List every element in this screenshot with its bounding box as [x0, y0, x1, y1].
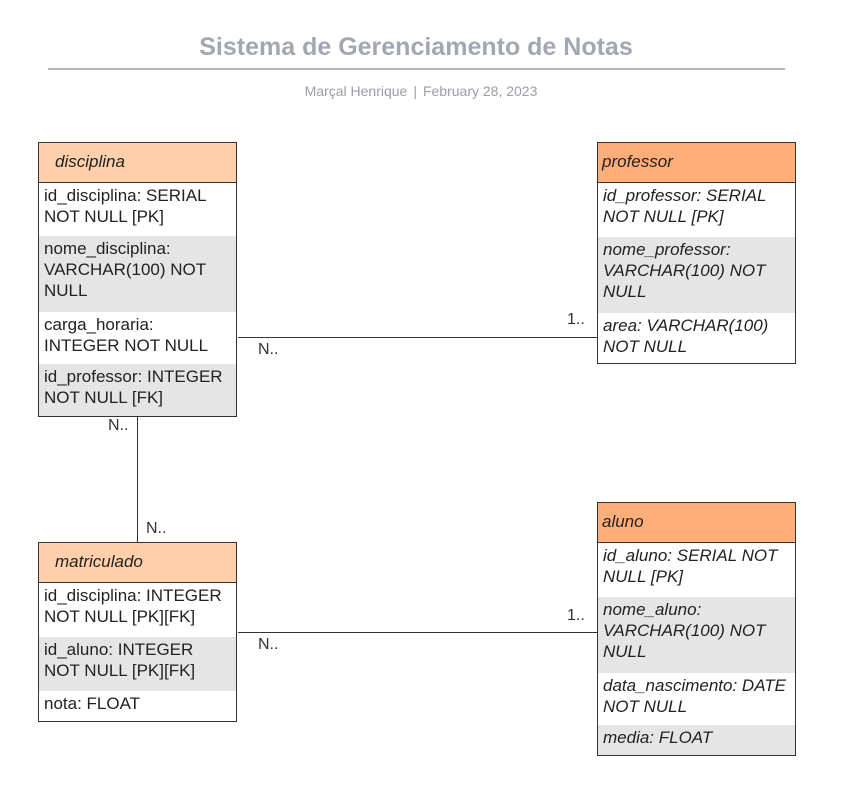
diagram-meta: Marçal Henrique | February 28, 2023: [0, 83, 842, 99]
entity-field: nome_professor: VARCHAR(100) NOT NULL: [598, 237, 795, 313]
entity-header: disciplina: [39, 143, 236, 183]
entity-field: nota: FLOAT: [44, 694, 141, 713]
cardinality-label: N..: [258, 636, 279, 653]
entity-field: id_aluno: INTEGER NOT NULL [PK][FK]: [39, 637, 236, 691]
author-name: Marçal Henrique: [304, 83, 408, 99]
cardinality-label: N..: [146, 520, 167, 537]
entity-field: media: FLOAT: [598, 725, 795, 755]
entity-field: nome_disciplina: VARCHAR(100) NOT NULL: [39, 236, 236, 312]
relation-line-disciplina-matriculado: [137, 417, 138, 542]
entity-aluno[interactable]: aluno id_aluno: SERIAL NOT NULL [PK] nom…: [597, 502, 796, 756]
entity-field: carga_horaria: INTEGER NOT NULL: [44, 315, 209, 355]
entity-professor[interactable]: professor id_professor: SERIAL NOT NULL …: [597, 142, 796, 364]
diagram-title: Sistema de Gerenciamento de Notas: [199, 33, 633, 61]
diagram-date: February 28, 2023: [422, 83, 538, 99]
entity-field: id_professor: INTEGER NOT NULL [FK]: [39, 364, 236, 416]
relation-line-disciplina-professor: [238, 337, 597, 338]
meta-separator: |: [413, 83, 417, 99]
cardinality-label: 1..: [567, 607, 585, 624]
relation-line-matriculado-aluno: [238, 632, 597, 633]
entity-matriculado[interactable]: matriculado id_disciplina: INTEGER NOT N…: [38, 542, 237, 722]
cardinality-label: 1..: [567, 311, 585, 328]
entity-field: nome_aluno: VARCHAR(100) NOT NULL: [598, 597, 795, 673]
cardinality-label: N..: [108, 417, 129, 434]
entity-header: professor: [598, 143, 795, 183]
entity-field: id_professor: SERIAL NOT NULL [PK]: [603, 186, 767, 226]
entity-field: id_disciplina: INTEGER NOT NULL [PK][FK]: [44, 586, 222, 626]
cardinality-label: N..: [258, 341, 279, 358]
entity-field: area: VARCHAR(100) NOT NULL: [603, 316, 769, 356]
title-divider: [48, 68, 785, 70]
entity-field: data_nascimento: DATE NOT NULL: [603, 676, 786, 716]
entity-field: id_aluno: SERIAL NOT NULL [PK]: [603, 546, 778, 586]
entity-disciplina[interactable]: disciplina id_disciplina: SERIAL NOT NUL…: [38, 142, 237, 417]
entity-header: matriculado: [39, 543, 236, 583]
entity-header: aluno: [598, 503, 795, 543]
entity-field: id_disciplina: SERIAL NOT NULL [PK]: [44, 186, 206, 226]
